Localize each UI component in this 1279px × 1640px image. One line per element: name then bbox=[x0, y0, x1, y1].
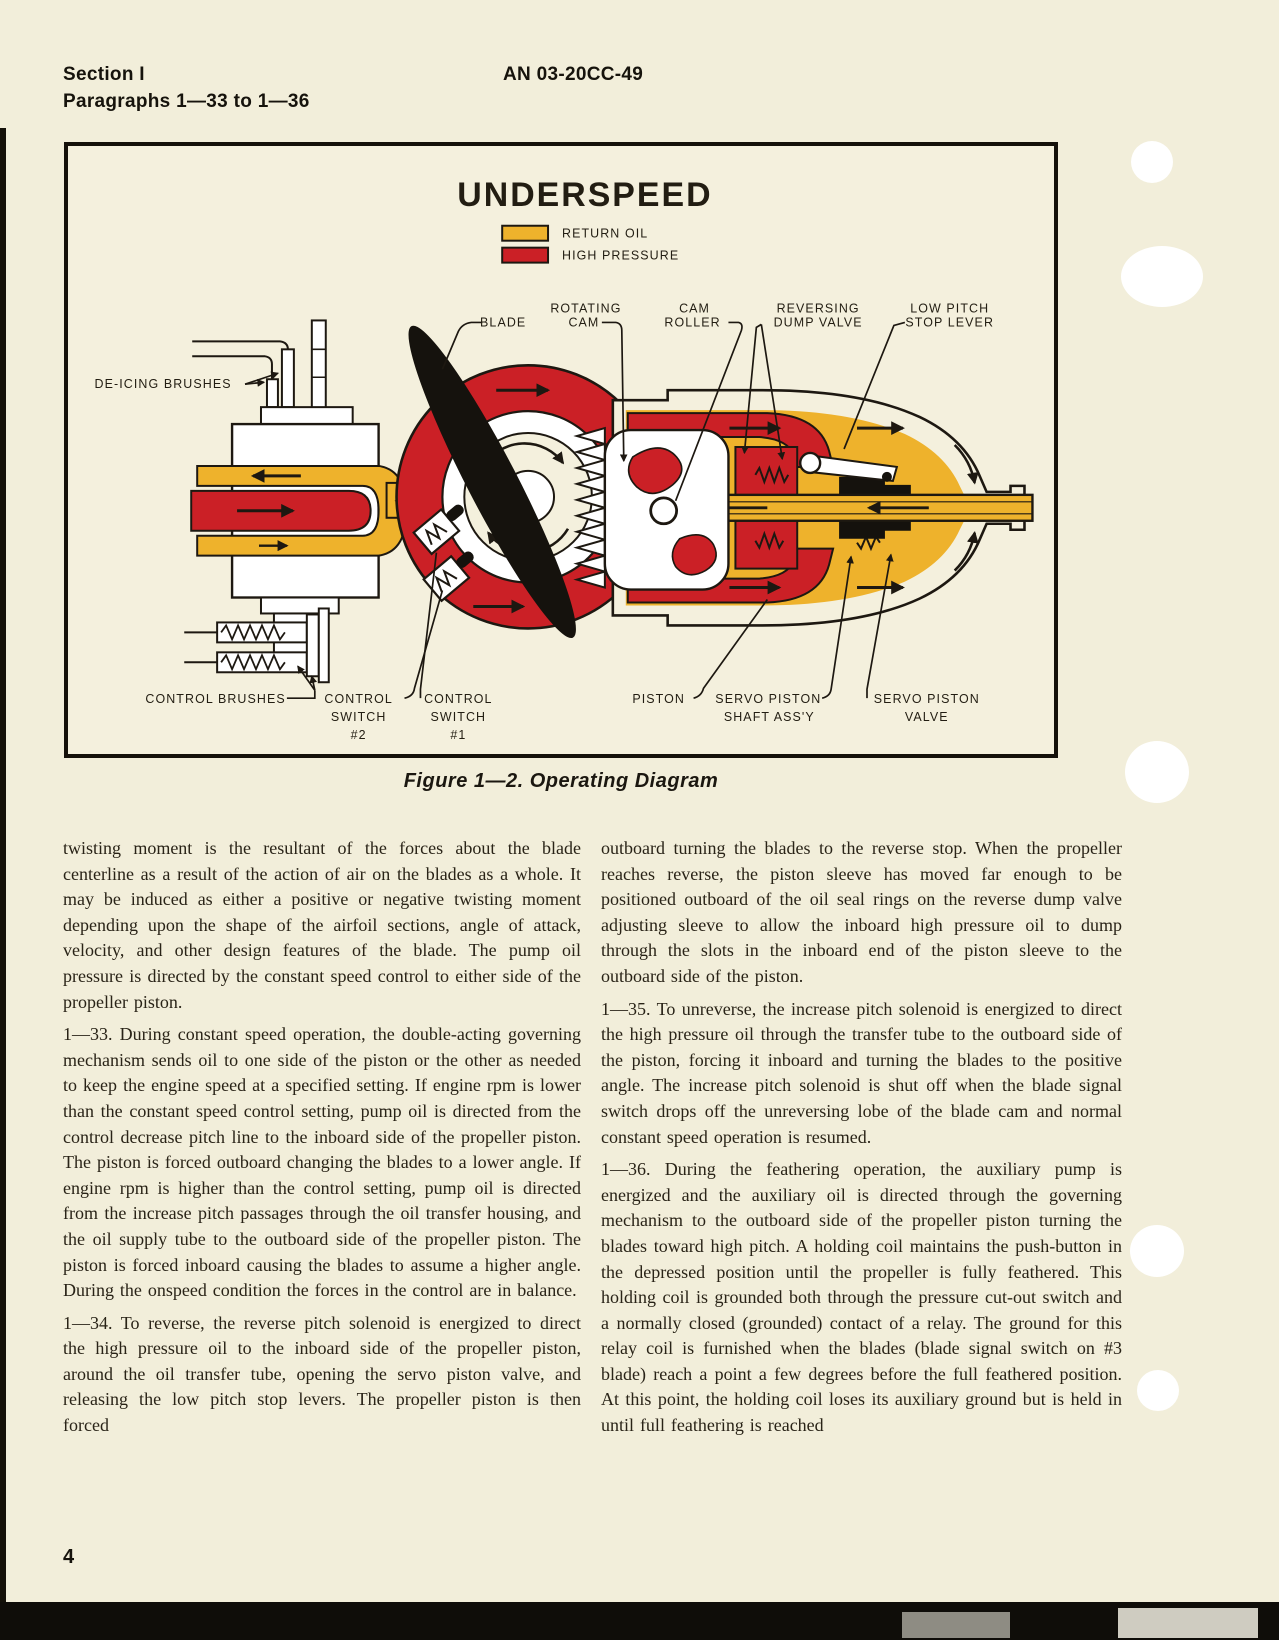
label-control-switch1-1: CONTROL bbox=[424, 692, 492, 706]
scan-artifact bbox=[902, 1612, 1010, 1638]
label-control-brushes: CONTROL BRUSHES bbox=[145, 692, 285, 706]
header-section: Section I bbox=[63, 64, 145, 85]
body-column-right: outboard turning the blades to the rever… bbox=[601, 836, 1122, 1446]
body-column-left: twisting moment is the resultant of the … bbox=[63, 836, 581, 1446]
header-paragraph-range: Paragraphs 1—33 to 1—36 bbox=[63, 91, 310, 112]
figure-caption: Figure 1—2. Operating Diagram bbox=[403, 770, 719, 792]
label-low-pitch-stop-lever-1: LOW PITCH bbox=[910, 301, 989, 315]
label-control-switch2-1: CONTROL bbox=[324, 692, 392, 706]
paragraph-1-34: 1—34. To reverse, the reverse pitch sole… bbox=[63, 1312, 581, 1436]
oil-tubes bbox=[190, 464, 430, 557]
control-brushes-assembly bbox=[184, 607, 330, 684]
legend-label-return-oil: RETURN OIL bbox=[562, 227, 648, 241]
propeller-blade bbox=[408, 325, 576, 639]
control-switch-2-symbol bbox=[422, 551, 474, 603]
rotating-cam-gear bbox=[573, 426, 609, 589]
operating-diagram: UNDERSPEED RETURN OIL HIGH PRESSURE BLAD… bbox=[95, 176, 1034, 742]
punch-hole bbox=[1125, 741, 1189, 803]
page-number: 4 bbox=[63, 1546, 75, 1568]
legend-label-high-pressure: HIGH PRESSURE bbox=[562, 249, 679, 263]
punch-hole bbox=[1121, 246, 1203, 307]
paragraph-1-33: 1—33. During constant speed operation, t… bbox=[63, 1024, 581, 1301]
label-servo-piston-valve-1: SERVO PISTON bbox=[874, 692, 980, 706]
paragraph: twisting moment is the resultant of the … bbox=[63, 838, 581, 1012]
servo-seals-lower bbox=[839, 518, 911, 539]
figure-1-2-box: UNDERSPEED RETURN OIL HIGH PRESSURE BLAD… bbox=[64, 142, 1058, 758]
punch-hole bbox=[1137, 1370, 1179, 1411]
label-blade: BLADE bbox=[480, 315, 526, 329]
label-servo-piston-shaft-1: SERVO PISTON bbox=[715, 692, 821, 706]
paragraph-1-36: 1—36. During the feathering operation, t… bbox=[601, 1159, 1122, 1436]
label-piston: PISTON bbox=[632, 692, 685, 706]
paragraph: outboard turning the blades to the rever… bbox=[601, 838, 1122, 986]
label-control-switch1-2: SWITCH bbox=[431, 710, 487, 724]
punch-hole bbox=[1130, 1225, 1184, 1277]
paragraph-1-35: 1—35. To unreverse, the increase pitch s… bbox=[601, 998, 1122, 1147]
label-reversing-dump-valve-1: REVERSING bbox=[777, 301, 860, 315]
low-pitch-stop-lever bbox=[799, 451, 899, 482]
label-de-icing-brushes: DE-ICING BRUSHES bbox=[95, 377, 232, 391]
legend-swatch-return-oil bbox=[501, 224, 550, 242]
label-rotating-cam-2: CAM bbox=[568, 315, 599, 329]
scan-edge-left bbox=[0, 128, 6, 1640]
label-cam-roller-2: ROLLER bbox=[664, 315, 720, 329]
label-servo-piston-valve-2: VALVE bbox=[905, 710, 949, 724]
control-switch-1-symbol bbox=[412, 504, 464, 556]
label-control-switch1-3: #1 bbox=[450, 728, 466, 742]
scan-artifact bbox=[1118, 1608, 1258, 1638]
label-low-pitch-stop-lever-2: STOP LEVER bbox=[905, 315, 994, 329]
punch-hole bbox=[1131, 141, 1173, 183]
cam-plate bbox=[603, 428, 730, 591]
dome-assembly bbox=[603, 388, 1034, 627]
label-rotating-cam-1: ROTATING bbox=[550, 301, 621, 315]
label-reversing-dump-valve-2: DUMP VALVE bbox=[774, 315, 863, 329]
label-cam-roller-1: CAM bbox=[679, 301, 710, 315]
figure-title: UNDERSPEED bbox=[457, 176, 712, 214]
label-control-switch2-3: #2 bbox=[351, 728, 367, 742]
servo-seals-upper bbox=[839, 476, 911, 497]
label-servo-piston-shaft-2: SHAFT ASS'Y bbox=[724, 710, 815, 724]
cam-roller bbox=[649, 496, 679, 526]
header-doc-number: AN 03-20CC-49 bbox=[503, 64, 644, 85]
label-control-switch2-2: SWITCH bbox=[331, 710, 387, 724]
leader-lines bbox=[244, 321, 906, 700]
legend-swatch-high-pressure bbox=[501, 246, 550, 264]
scan-edge-bottom bbox=[0, 1602, 1279, 1640]
